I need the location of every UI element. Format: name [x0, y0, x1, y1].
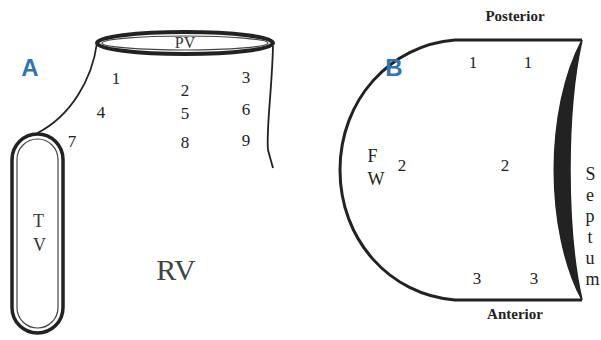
wall-label: FW	[368, 145, 377, 192]
callout-number: 2	[501, 157, 510, 174]
valve-outline	[10, 132, 65, 335]
callout-number: 1	[112, 70, 121, 87]
callout-number: 8	[181, 134, 190, 151]
chamber-label: RV	[156, 255, 195, 285]
callout-number: 2	[398, 157, 407, 174]
valve-name: TV	[33, 210, 42, 257]
callout-number: 5	[181, 105, 190, 122]
callout-number: 6	[242, 101, 251, 118]
free-wall-outline	[340, 40, 582, 300]
orientation-label: Anterior	[487, 307, 543, 322]
callout-number: 1	[469, 54, 478, 71]
ventricle-wall-line	[38, 43, 98, 133]
panel-letter: A	[21, 56, 38, 80]
callout-number: 2	[181, 82, 190, 99]
wall-label: Septum	[586, 164, 595, 290]
septum-crescent	[554, 40, 582, 300]
callout-number: 4	[97, 104, 106, 121]
callout-number: 3	[473, 270, 482, 287]
callout-number: 3	[242, 69, 251, 86]
valve-name: PV	[175, 34, 195, 52]
panel-letter: B	[385, 56, 402, 80]
valve-ring: TV	[10, 132, 65, 335]
ventricle-wall-line	[268, 46, 273, 168]
callout-number: 1	[524, 54, 533, 71]
valve-ellipse: PV	[95, 30, 275, 56]
callout-number: 7	[68, 133, 77, 150]
callout-number: 3	[530, 270, 539, 287]
callout-number: 9	[242, 132, 251, 149]
orientation-label: Posterior	[485, 9, 544, 24]
